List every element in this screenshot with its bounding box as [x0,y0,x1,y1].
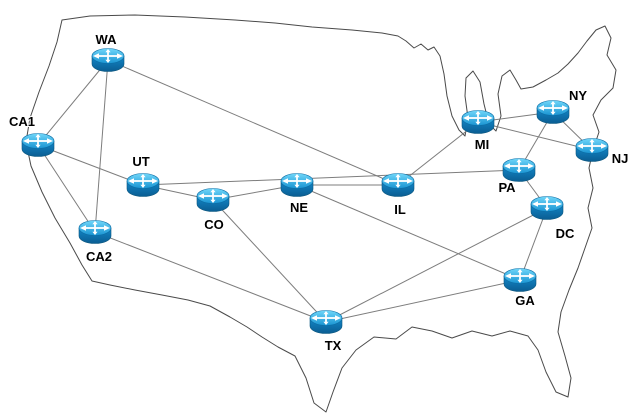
router-icon [309,310,343,334]
link-WA-CA2 [94,59,109,233]
link-CA2-TX [94,231,327,323]
link-NE-GA [296,184,521,281]
router-node-WA [91,48,125,72]
router-icon [21,133,55,157]
router-node-UT [126,173,160,197]
router-arrows-icon [538,101,568,115]
router-icon [196,188,230,212]
link-IL-MI [397,121,479,186]
router-node-CA1 [21,133,55,157]
router-icon [461,110,495,134]
router-node-NJ [575,138,609,162]
link-TX-GA [325,279,521,323]
node-label-NJ: NJ [612,151,629,166]
router-arrows-icon [282,174,312,188]
link-GA-DC [519,207,548,281]
router-icon [536,100,570,124]
node-label-TX: TX [325,338,342,353]
router-arrows-icon [532,197,562,211]
router-node-IL [381,173,415,197]
node-label-WA: WA [96,32,118,47]
router-arrows-icon [311,311,341,325]
router-node-MI [461,110,495,134]
node-label-MI: MI [475,137,489,152]
link-UT-PA [142,169,520,186]
link-WA-CA1 [37,59,109,146]
router-arrows-icon [93,49,123,63]
node-label-UT: UT [132,154,149,169]
router-arrows-icon [505,269,535,283]
router-node-GA [503,268,537,292]
router-node-DC [530,196,564,220]
router-arrows-icon [463,111,493,125]
node-label-NY: NY [569,88,587,103]
router-icon [575,138,609,162]
link-WA-IL [107,59,399,186]
router-icon [530,196,564,220]
router-arrows-icon [577,139,607,153]
node-label-GA: GA [515,293,535,308]
node-label-CA1: CA1 [9,114,35,129]
node-label-CA2: CA2 [86,249,112,264]
node-label-NE: NE [290,200,308,215]
router-arrows-icon [23,134,53,148]
node-label-DC: DC [556,226,575,241]
node-label-CO: CO [204,217,224,232]
us-map-outline [25,14,617,413]
router-icon [503,268,537,292]
router-icon [502,158,536,182]
router-node-NE [280,173,314,197]
router-icon [126,173,160,197]
router-node-PA [502,158,536,182]
router-arrows-icon [80,221,110,235]
router-icon [78,220,112,244]
link-CO-TX [212,199,327,323]
router-icon [91,48,125,72]
router-icon [280,173,314,197]
router-arrows-icon [383,174,413,188]
node-label-PA: PA [498,180,516,195]
router-arrows-icon [128,174,158,188]
link-CA1-UT [37,144,144,186]
links-layer [37,59,593,323]
node-label-IL: IL [394,202,406,217]
router-node-NY [536,100,570,124]
link-CA1-CA2 [37,144,96,233]
link-MI-NJ [477,121,593,151]
router-arrows-icon [198,189,228,203]
router-icon [381,173,415,197]
link-TX-DC [325,207,548,323]
router-arrows-icon [504,159,534,173]
router-node-TX [309,310,343,334]
router-node-CO [196,188,230,212]
router-node-CA2 [78,220,112,244]
